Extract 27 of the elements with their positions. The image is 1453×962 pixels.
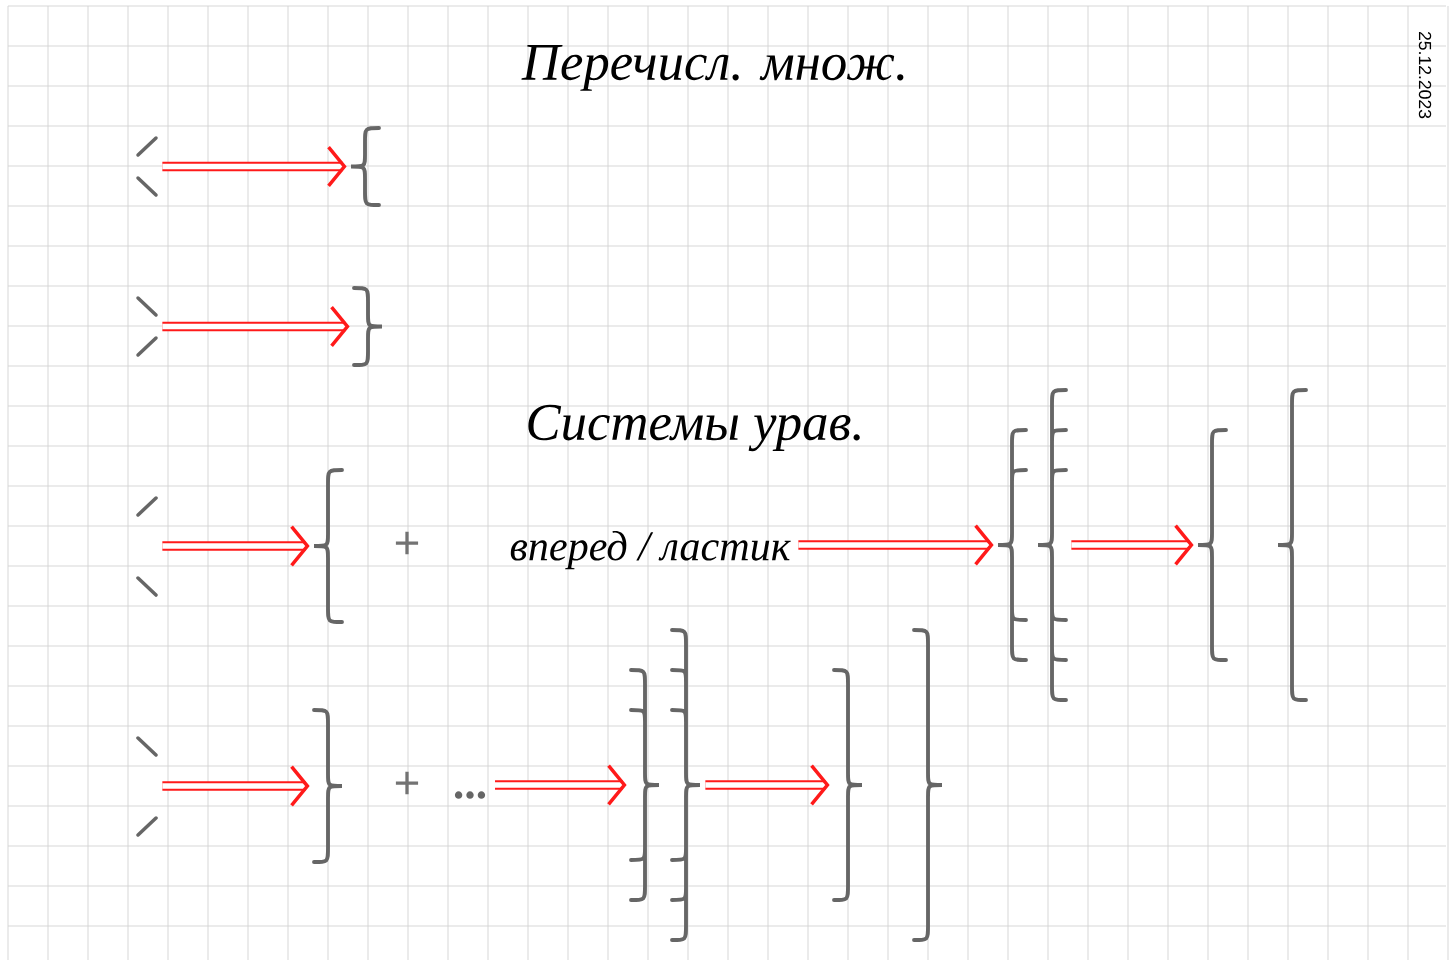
handwritten-text: вперед / ластик <box>510 530 791 570</box>
brace <box>996 388 1068 702</box>
double-arrow <box>495 764 627 806</box>
double-arrow <box>162 765 310 807</box>
brace <box>312 708 344 864</box>
handwritten-text: ... <box>454 791 486 799</box>
brace <box>312 468 344 624</box>
slash-strokes <box>136 736 158 837</box>
brace <box>832 628 944 942</box>
brace <box>349 126 381 207</box>
brace <box>1196 388 1308 702</box>
double-arrow <box>1071 524 1194 566</box>
double-arrow <box>162 146 347 187</box>
slash-strokes <box>136 136 158 197</box>
plus-sign: + <box>395 771 419 795</box>
slash-strokes <box>136 296 158 357</box>
double-arrow <box>162 306 350 347</box>
brace <box>629 628 702 942</box>
double-arrow <box>162 525 310 567</box>
brace <box>352 286 384 367</box>
heading: Системы урав. <box>528 404 860 452</box>
slash-strokes <box>136 496 158 597</box>
double-arrow <box>705 764 830 806</box>
double-arrow <box>798 524 994 566</box>
plus-sign: + <box>395 531 419 555</box>
date: 25.12.2023 <box>1418 31 1432 119</box>
heading: Перечисл. множ. <box>521 45 904 91</box>
